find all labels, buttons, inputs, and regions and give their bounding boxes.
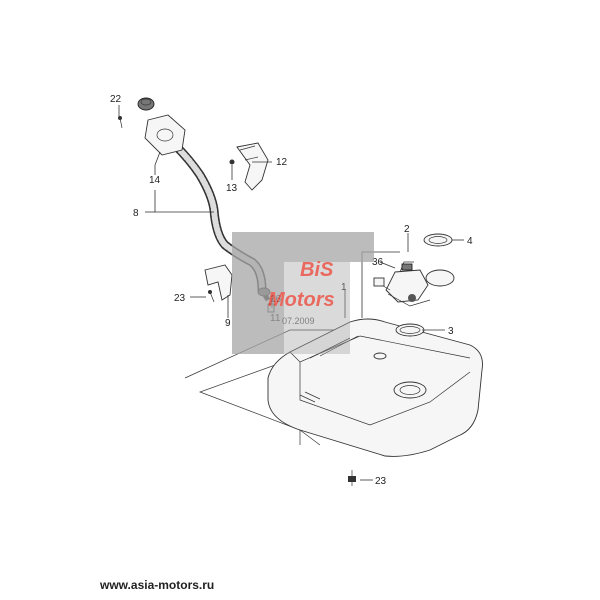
callout-14: 14 (149, 175, 161, 186)
bracket (204, 264, 233, 301)
fuel-level-sender (373, 277, 391, 291)
callout-12: 12 (276, 157, 288, 168)
callout-9: 9 (225, 318, 231, 329)
callout-8: 8 (133, 208, 139, 219)
heat-shield (236, 142, 269, 191)
filler-cap (137, 97, 155, 111)
bolt-23-upper (208, 290, 215, 303)
bolt-23-lower (348, 470, 356, 486)
watermark-brand-line1: BiS (300, 259, 334, 281)
callout-3: 3 (448, 326, 454, 337)
watermark-box-mid (284, 262, 350, 354)
retaining-ring (423, 233, 453, 247)
callout-13: 13 (226, 183, 238, 194)
watermark-box-left (232, 232, 284, 354)
callout-22: 22 (110, 94, 122, 105)
callout-1: 1 (341, 282, 347, 293)
filler-flange (144, 114, 186, 156)
footer-url: www.asia-motors.ru (100, 578, 215, 592)
gasket (395, 323, 425, 337)
callout-23-lower: 23 (375, 476, 387, 487)
fuel-pump-module (385, 261, 455, 307)
watermark-box-right (284, 232, 374, 262)
bolt-13 (229, 159, 235, 165)
watermark: BiS Motors 07.2009 (232, 232, 374, 354)
leader-lines (118, 105, 464, 481)
watermark-brand-line2: Motors (268, 289, 335, 311)
callout-36: 36 (372, 257, 384, 268)
watermark-stamp: 07.2009 (282, 316, 315, 326)
callout-2: 2 (404, 224, 410, 235)
callout-4: 4 (467, 236, 473, 247)
fuel-tank (267, 318, 483, 457)
callout-23-upper: 23 (174, 293, 186, 304)
